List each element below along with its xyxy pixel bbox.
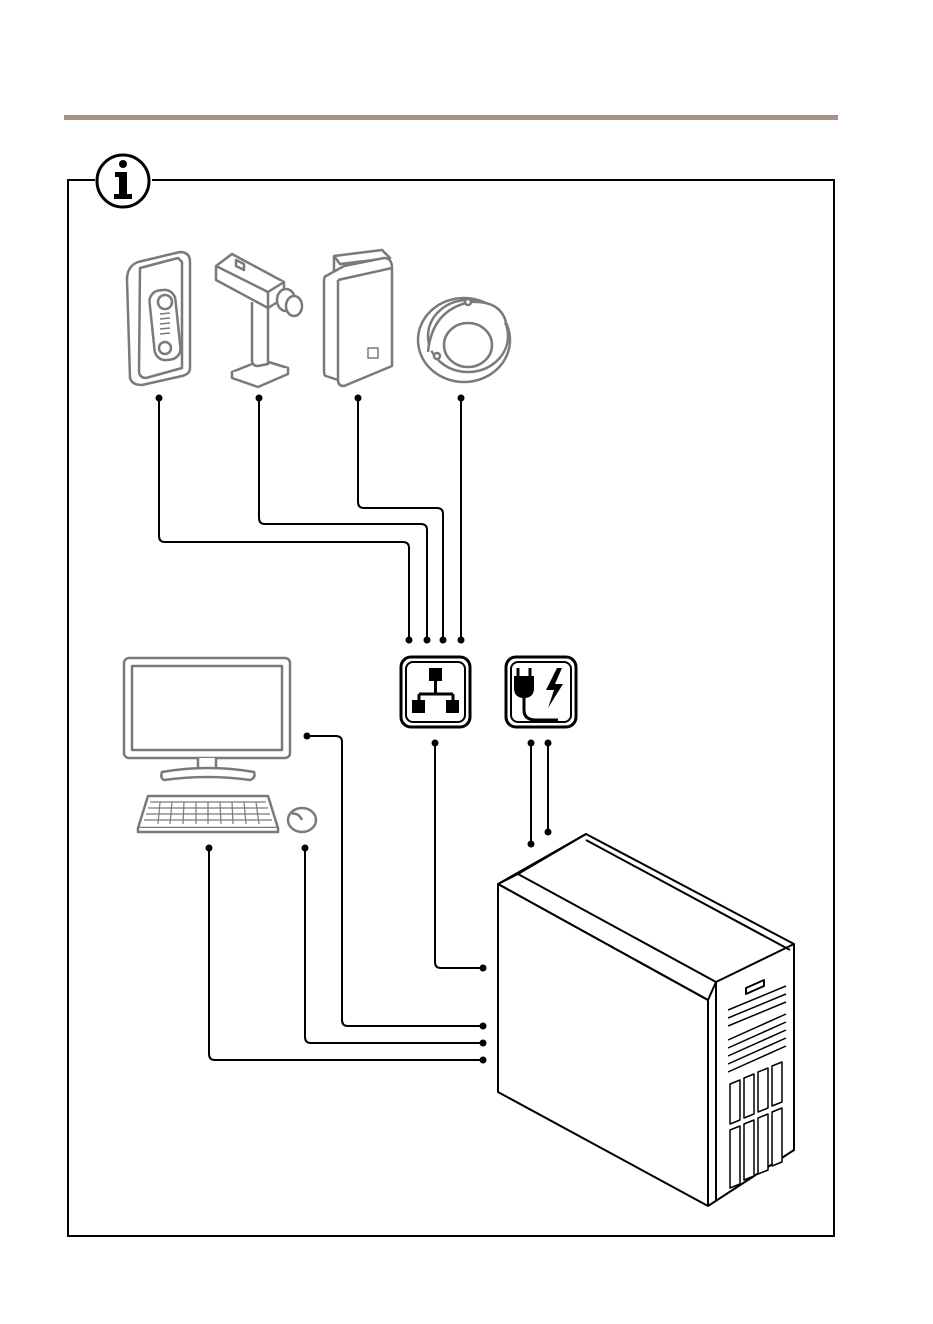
mouse-cable [305, 848, 483, 1043]
keyboard [138, 796, 278, 832]
monitor-cable [307, 736, 483, 1026]
mouse [288, 808, 316, 832]
info-icon [97, 155, 149, 207]
keyboard-cable [209, 848, 483, 1060]
dome-camera [418, 298, 510, 382]
desktop-monitor [124, 658, 290, 780]
wall-mount-camera [324, 250, 392, 386]
wall-camera-cable [358, 398, 443, 640]
power-icon [506, 657, 576, 727]
server-tower [498, 834, 794, 1206]
door-station [127, 252, 190, 385]
network-switch-icon [401, 657, 470, 727]
box-camera [216, 254, 302, 387]
switch-to-server-cable [435, 743, 483, 968]
box-camera-cable [259, 398, 427, 640]
door-station-cable [159, 398, 409, 640]
